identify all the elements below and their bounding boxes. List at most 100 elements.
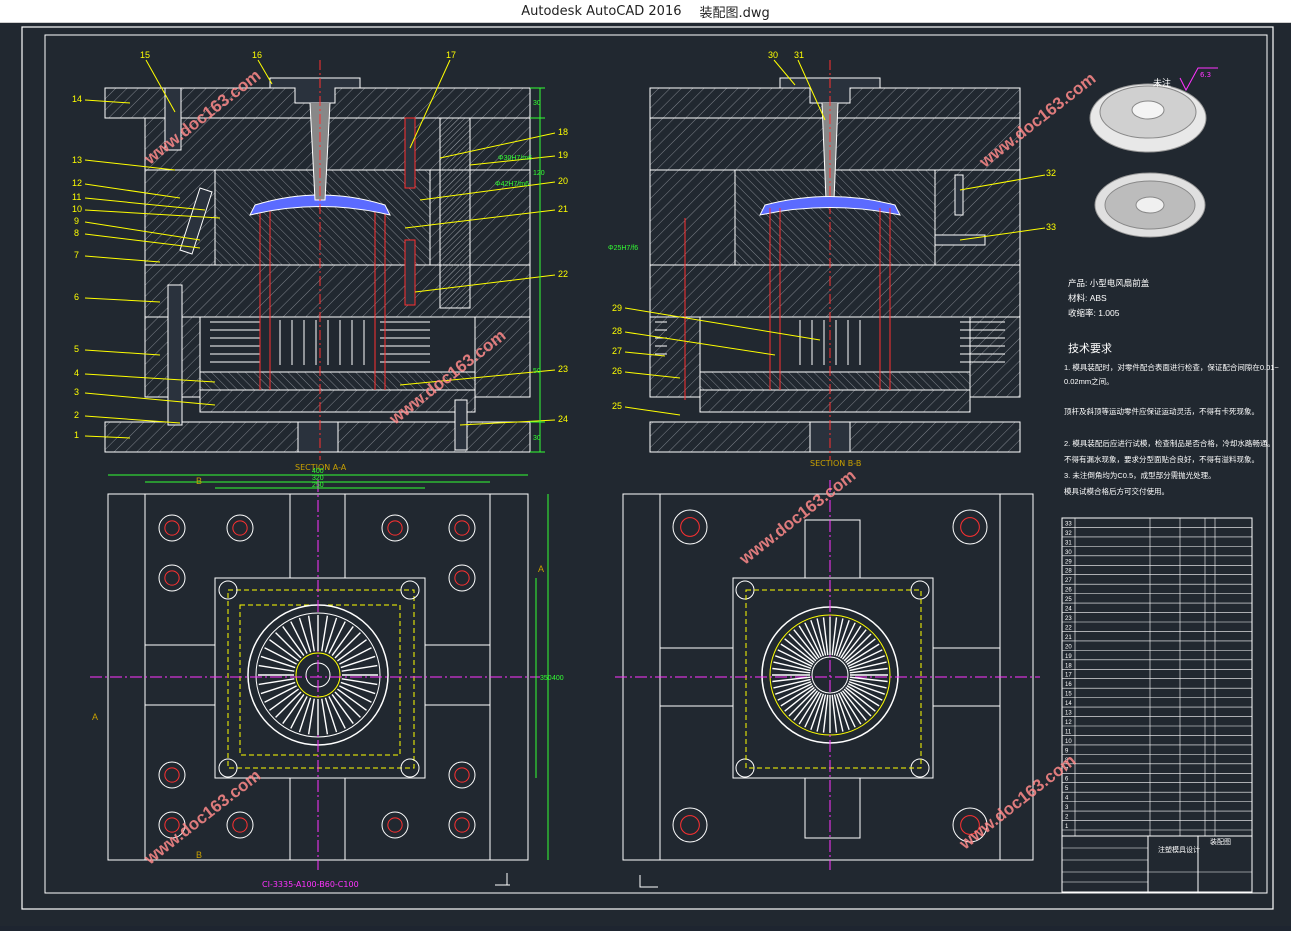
svg-text:顶杆及斜顶等运动零件应保证运动灵活，不得有卡死现象。: 顶杆及斜顶等运动零件应保证运动灵活，不得有卡死现象。 xyxy=(1064,406,1259,416)
svg-text:B: B xyxy=(196,850,202,860)
svg-text:www.doc163.com: www.doc163.com xyxy=(140,766,264,869)
bom-row-number: 2 xyxy=(1065,815,1069,821)
svg-text:12: 12 xyxy=(72,178,82,188)
bom-row-number: 1 xyxy=(1065,824,1069,830)
title-block-title: 注塑模具设计 xyxy=(1158,845,1200,854)
drawing-svg[interactable]: 14 13 12 11 10 9 8 7 6 5 4 3 2 1 15 16 1… xyxy=(0,23,1291,926)
bom-row-number: 18 xyxy=(1065,663,1072,669)
svg-text:0.02mm之间。: 0.02mm之间。 xyxy=(1064,376,1114,386)
section-label-b: SECTION B-B xyxy=(810,459,861,468)
left-view-callout-numbers: 14 13 12 11 10 9 8 7 6 5 4 3 2 1 15 16 1… xyxy=(72,50,568,440)
bom-row-number: 30 xyxy=(1065,550,1072,556)
svg-text:400: 400 xyxy=(552,675,564,682)
svg-text:收缩率: 1.005: 收缩率: 1.005 xyxy=(1068,308,1120,318)
svg-text:13: 13 xyxy=(72,155,82,165)
svg-text:7: 7 xyxy=(74,250,79,260)
svg-text:31: 31 xyxy=(794,50,804,60)
svg-text:30: 30 xyxy=(768,50,778,60)
title-block[interactable]: 注塑模具设计 装配图 xyxy=(1061,835,1253,893)
svg-text:11: 11 xyxy=(72,192,81,202)
svg-text:30: 30 xyxy=(533,100,541,107)
plan-left-dimensions xyxy=(108,474,549,860)
svg-text:350: 350 xyxy=(540,675,552,682)
plan-left-spokes xyxy=(258,615,378,735)
bom-row-number: 23 xyxy=(1065,616,1072,622)
right-view-leaders xyxy=(624,59,1046,416)
plan-view-left[interactable] xyxy=(90,480,540,870)
bom-row-number: 3 xyxy=(1065,805,1069,811)
title-block-drawing-name: 装配图 xyxy=(1210,837,1231,846)
svg-text:21: 21 xyxy=(558,204,568,214)
vertical-dimensions xyxy=(530,87,545,453)
outer-border xyxy=(21,26,1274,910)
svg-text:25: 25 xyxy=(612,401,622,411)
bom-row-number: 28 xyxy=(1065,569,1072,575)
svg-text:23: 23 xyxy=(558,364,568,374)
product-render-bottom xyxy=(1094,172,1206,238)
bom-row-number: 26 xyxy=(1065,588,1072,594)
svg-text:3. 未注倒角均为C0.5，成型部分需抛光处理。: 3. 未注倒角均为C0.5，成型部分需抛光处理。 xyxy=(1064,470,1216,480)
svg-text:14: 14 xyxy=(72,94,82,104)
svg-text:400: 400 xyxy=(312,468,324,475)
bom-row-number: 20 xyxy=(1065,644,1072,650)
corner-mark-left xyxy=(495,873,510,886)
bom-row-number: 9 xyxy=(1065,748,1069,754)
bom-row-number: 24 xyxy=(1065,607,1072,613)
svg-text:18: 18 xyxy=(558,127,568,137)
svg-text:28: 28 xyxy=(612,326,622,336)
cad-drawing-canvas[interactable]: 14 13 12 11 10 9 8 7 6 5 4 3 2 1 15 16 1… xyxy=(0,23,1291,926)
right-view-callout-numbers: 30 31 32 33 29 28 27 26 25 xyxy=(612,50,1056,411)
bom-row-number: 13 xyxy=(1065,711,1072,717)
corner-mark-right xyxy=(639,875,658,888)
plan-right-holes xyxy=(672,509,988,843)
bom-row-number: 17 xyxy=(1065,673,1072,679)
svg-text:1: 1 xyxy=(74,430,79,440)
bom-row-number: 25 xyxy=(1065,597,1072,603)
svg-text:1. 模具装配时，对零件配合表面进行检查，保证配合间隙在0.: 1. 模具装配时，对零件配合表面进行检查，保证配合间隙在0.01~ xyxy=(1064,362,1279,372)
svg-text:32: 32 xyxy=(1046,168,1056,178)
plan-view-right[interactable] xyxy=(615,480,1040,870)
svg-text:Φ25H7/f6: Φ25H7/f6 xyxy=(608,245,638,252)
svg-text:16: 16 xyxy=(252,50,262,60)
svg-text:26: 26 xyxy=(612,366,622,376)
bom-row-number: 8 xyxy=(1065,758,1069,764)
svg-text:材料: ABS: 材料: ABS xyxy=(1068,293,1107,303)
bom-row-number: 27 xyxy=(1065,578,1072,584)
svg-text:4: 4 xyxy=(74,368,79,378)
bom-row-number: 12 xyxy=(1065,720,1072,726)
plan-left-dim-values: 400 320 250 350 400 xyxy=(312,468,564,682)
svg-text:27: 27 xyxy=(612,346,622,356)
svg-text:Φ42H7/m6: Φ42H7/m6 xyxy=(495,181,529,188)
svg-text:17: 17 xyxy=(446,50,456,60)
svg-text:3: 3 xyxy=(74,387,79,397)
bom-row-number: 7 xyxy=(1065,767,1069,773)
svg-text:19: 19 xyxy=(558,150,568,160)
svg-text:www.doc163.com: www.doc163.com xyxy=(955,751,1079,854)
svg-text:A: A xyxy=(92,712,98,722)
bom-row-number: 5 xyxy=(1065,786,1069,792)
svg-text:www.doc163.com: www.doc163.com xyxy=(735,466,859,569)
bom-row-number: 32 xyxy=(1065,531,1072,537)
bom-row-number: 22 xyxy=(1065,625,1072,631)
inner-border xyxy=(44,34,1268,894)
section-view-a[interactable] xyxy=(104,60,531,460)
svg-text:33: 33 xyxy=(1046,222,1056,232)
svg-text:产品: 小型电风扇前盖: 产品: 小型电风扇前盖 xyxy=(1068,278,1150,288)
bom-row-number: 10 xyxy=(1065,739,1072,745)
section-view-b[interactable] xyxy=(649,60,1021,460)
svg-text:30: 30 xyxy=(533,435,541,442)
svg-text:B: B xyxy=(196,476,202,486)
svg-text:Φ30H7/m6: Φ30H7/m6 xyxy=(498,155,532,162)
plan-label: CI-3335-A100-B60-C100 xyxy=(262,880,359,889)
bom-row-number: 33 xyxy=(1065,521,1072,527)
surface-note: 未注 xyxy=(1153,77,1171,89)
surface-finish-symbol xyxy=(1179,67,1218,92)
svg-text:20: 20 xyxy=(558,176,568,186)
svg-text:5: 5 xyxy=(74,344,79,354)
svg-text:22: 22 xyxy=(558,269,568,279)
bom-table[interactable]: 3332313029282726252423222120191817161514… xyxy=(1061,517,1253,837)
svg-text:120: 120 xyxy=(533,170,545,177)
window-title-bar: Autodesk AutoCAD 2016 装配图.dwg xyxy=(0,0,1291,23)
app-title: Autodesk AutoCAD 2016 xyxy=(521,3,682,19)
surface-value: 6.3 xyxy=(1200,71,1211,79)
